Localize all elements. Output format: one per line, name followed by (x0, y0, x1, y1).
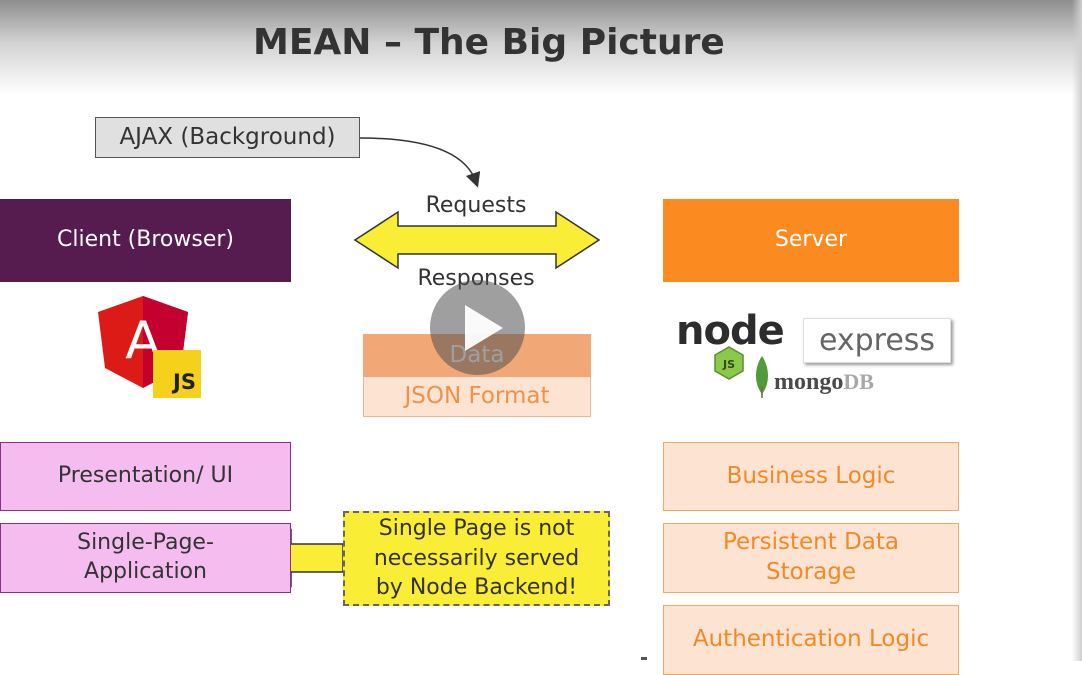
persistent-data-storage-box: Persistent Data Storage (663, 523, 959, 593)
mongodb-leaf-icon (756, 356, 768, 398)
spa-line-1: Single-Page- (77, 530, 214, 556)
ajax-connector-arrow (359, 137, 481, 188)
note-line-1: Single Page is not (378, 515, 575, 541)
top-shade (0, 0, 1082, 95)
play-icon[interactable] (465, 305, 503, 351)
authentication-logic-box: Authentication Logic (663, 605, 959, 675)
mongo-word: mongo (774, 369, 844, 395)
ajax-box: AJAX (Background) (95, 117, 360, 158)
svg-text:JS: JS (722, 358, 735, 371)
note-line-3: by Node Backend! (375, 575, 578, 601)
requests-label: Requests (425, 193, 527, 218)
nodejs-hex-icon: JS (714, 346, 744, 380)
right-edge-shade (1072, 0, 1082, 661)
persistent-line-2: Storage (765, 559, 856, 585)
slide-title: MEAN – The Big Picture (253, 22, 725, 63)
json-format-box: JSON Format (363, 377, 591, 417)
single-page-note: Single Page is not necessarily served by… (343, 511, 610, 606)
business-logic-box: Business Logic (663, 442, 959, 511)
db-word: DB (843, 369, 874, 394)
js-badge: JS (153, 350, 201, 398)
express-logo: express (803, 318, 951, 363)
spa-line-2: Application (84, 559, 207, 584)
single-page-application-box: Single-Page- Application (0, 523, 291, 593)
persistent-line-1: Persistent Data (722, 529, 899, 556)
server-box: Server (663, 199, 959, 282)
presentation-ui-box: Presentation/ UI (0, 442, 291, 511)
progress-marker (641, 657, 647, 660)
client-browser-box: Client (Browser) (0, 199, 291, 282)
request-response-double-arrow (353, 210, 601, 270)
note-line-2: necessarily served (373, 545, 580, 571)
mongodb-logo: mongoDB (774, 369, 874, 396)
nodejs-logo: node (676, 308, 785, 354)
